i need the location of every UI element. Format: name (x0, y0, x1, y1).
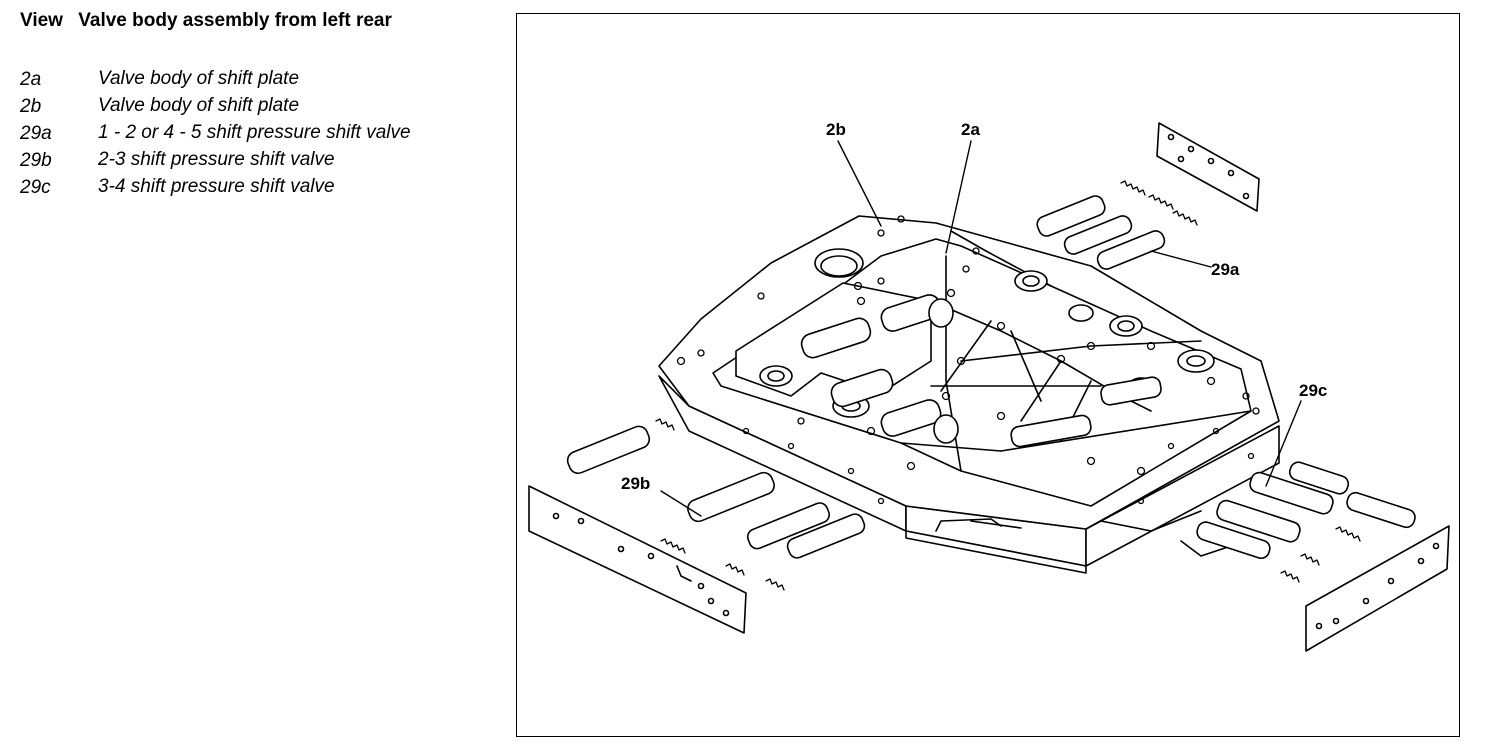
bolt-holes (676, 215, 1260, 505)
legend-item: 2a Valve body of shift plate (20, 66, 490, 93)
legend-code: 29c (20, 177, 51, 198)
part-29a-components (1036, 122, 1260, 270)
legend-item: 29c 3-4 shift pressure shift valve (20, 174, 490, 201)
valve-body-drawing: 2b 2a 29a 29b 29c (528, 120, 1450, 652)
callout-2b: 2b (826, 120, 846, 139)
legend-description: 2-3 shift pressure shift valve (98, 149, 335, 170)
page-heading: View Valve body assembly from left rear (20, 10, 392, 32)
legend-item: 2b Valve body of shift plate (20, 93, 490, 120)
view-label: View (20, 10, 63, 31)
spool-bores (800, 294, 1162, 448)
legend-code: 29b (20, 150, 52, 171)
legend-description: 3-4 shift pressure shift valve (98, 176, 335, 197)
part-29c-components (1196, 461, 1450, 652)
legend-description: Valve body of shift plate (98, 68, 300, 89)
diagram-frame: 2b 2a 29a 29b 29c (516, 13, 1460, 737)
page-title: Valve body assembly from left rear (78, 10, 392, 31)
legend-description: Valve body of shift plate (98, 95, 300, 116)
legend-list: 2a Valve body of shift plate 2b Valve bo… (20, 66, 490, 201)
callout-2a: 2a (961, 120, 980, 139)
legend-description: 1 - 2 or 4 - 5 shift pressure shift valv… (98, 122, 411, 143)
legend-item: 29a 1 - 2 or 4 - 5 shift pressure shift … (20, 120, 490, 147)
legend-code: 2a (20, 69, 42, 90)
part-29b-components (528, 418, 866, 634)
callout-29c: 29c (1299, 381, 1327, 400)
legend-code: 29a (20, 123, 52, 144)
callout-29a: 29a (1211, 260, 1240, 279)
callout-29b: 29b (621, 474, 650, 493)
legend-item: 29b 2-3 shift pressure shift valve (20, 147, 490, 174)
legend-code: 2b (20, 96, 42, 117)
leader-lines (660, 140, 1302, 517)
